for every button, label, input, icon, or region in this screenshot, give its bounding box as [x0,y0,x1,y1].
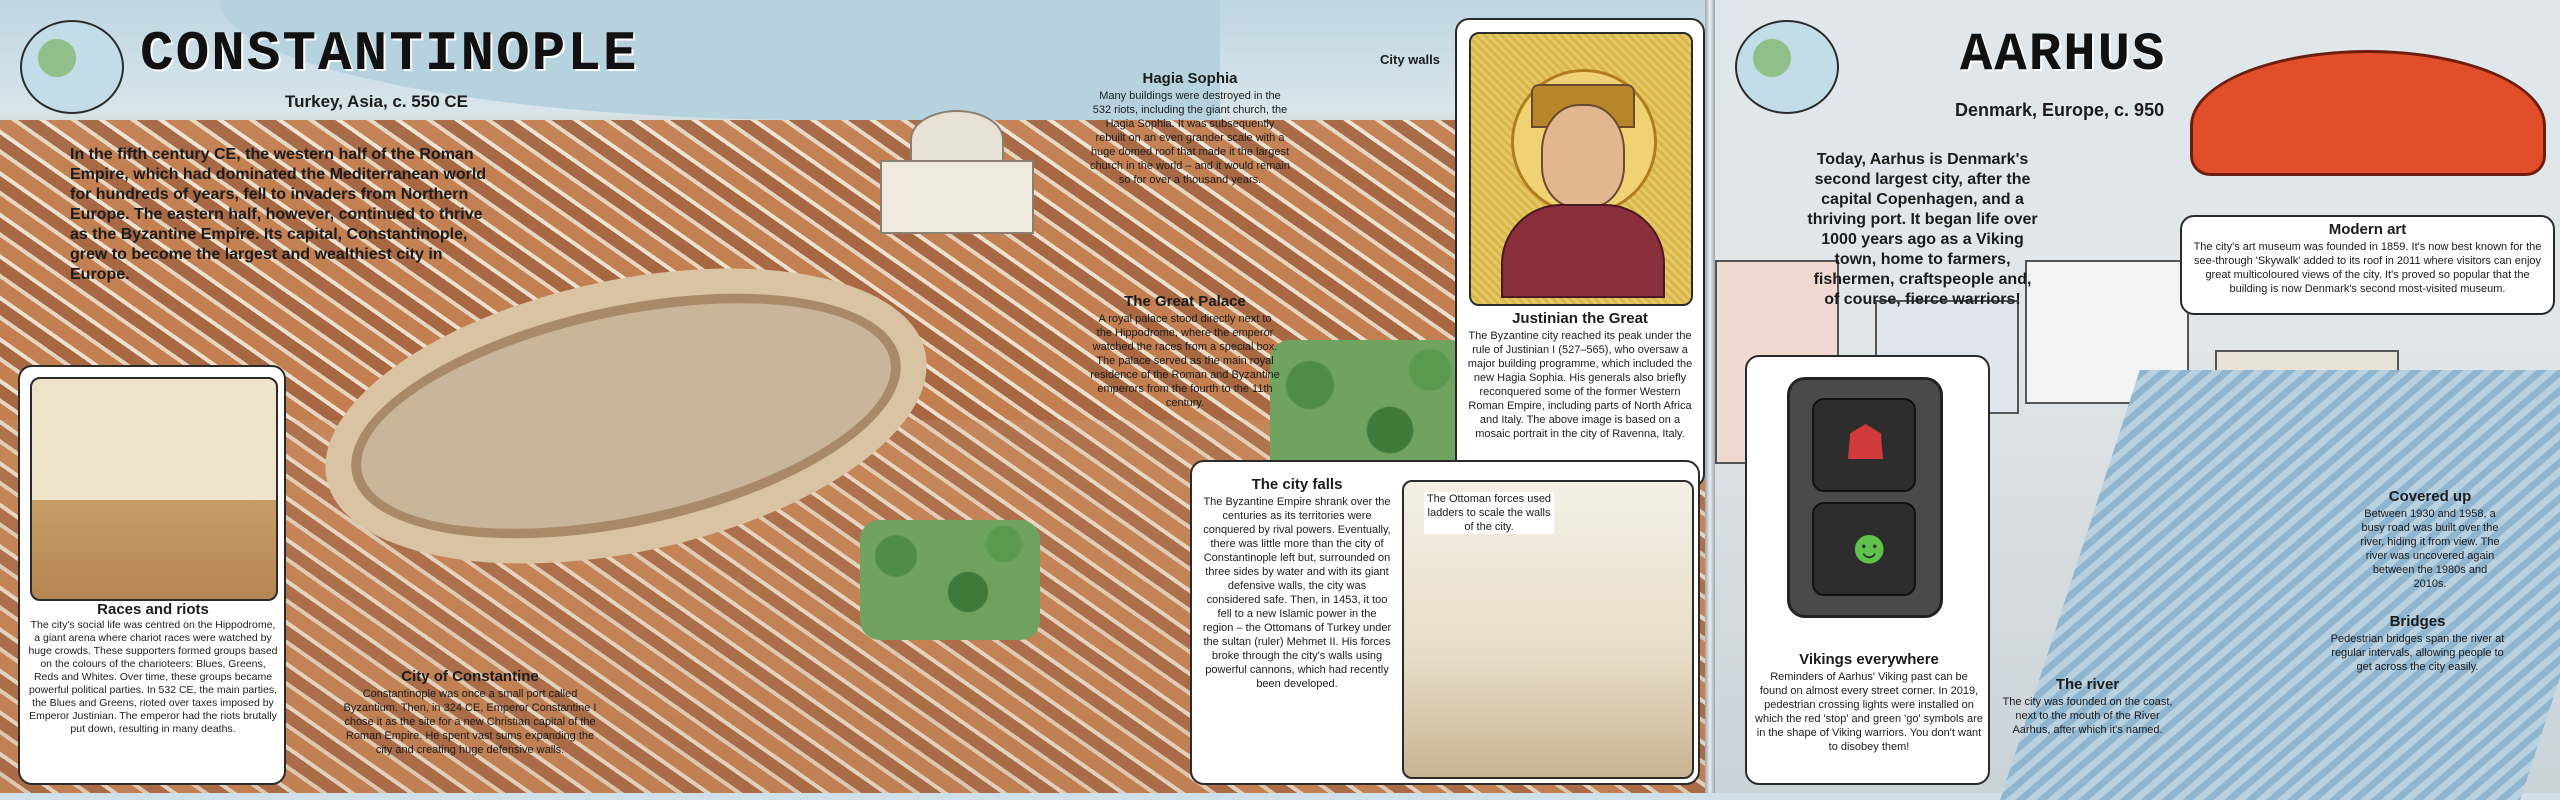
chariot-race-illustration [30,377,278,601]
intro-text: Today, Aarhus is Denmark's second larges… [1807,151,2038,308]
caption-heading: The river [2055,676,2120,693]
great-palace-caption: The Great Palace A royal palace stood di… [1090,293,1280,410]
page-title: CONSTANTINOPLE [140,22,639,86]
constantine-caption: City of Constantine Constantinople was o… [340,668,600,757]
caption-heading: The Great Palace [1124,293,1246,310]
intro-text: In the fifth century CE, the western hal… [70,146,487,283]
caption-text: The Byzantine Empire shrank over the cen… [1202,496,1392,690]
city-falls-panel: The city falls The Byzantine Empire shra… [1190,460,1700,785]
caption-text: The Byzantine city reached its peak unde… [1467,330,1693,440]
covered-up-caption: Covered up Between 1930 and 1958, a busy… [2355,488,2505,591]
caption-text: Pedestrian bridges span the river at reg… [2330,633,2505,673]
globe-icon [1735,20,1839,114]
caption-text: Reminders of Aarhus' Viking past can be … [1755,671,1983,753]
garden [860,520,1040,640]
justinian-mosaic [1469,32,1693,306]
pedestrian-light-illustration: ☗ ☻ [1787,377,1943,618]
page-subtitle: Turkey, Asia, c. 550 CE [285,92,468,111]
page-title: AARHUS [1960,25,2167,86]
caption-heading: Covered up [2388,488,2472,505]
green-viking-icon: ☻ [1844,521,1895,574]
ottoman-caption: The Ottoman forces used ladders to scale… [1424,492,1554,534]
bridges-caption: Bridges Pedestrian bridges span the rive… [2330,613,2505,674]
caption-heading: Modern art [2328,221,2407,238]
caption-text: Many buildings were destroyed in the 532… [1090,90,1290,186]
caption-heading: Hagia Sophia [1142,70,1238,87]
red-viking-icon: ☗ [1844,417,1888,470]
hagia-sophia-caption: Hagia Sophia Many buildings were destroy… [1090,70,1290,187]
caption-heading: Justinian the Great [1512,310,1648,327]
hagia-sophia-illustration [880,100,1034,234]
caption-heading: Vikings everywhere [1799,651,1939,668]
caption-text: Constantinople was once a small port cal… [343,688,597,756]
caption-heading: Bridges [2389,613,2446,630]
page-subtitle: Denmark, Europe, c. 950 [1955,100,2165,120]
globe-icon [20,20,124,114]
constantinople-page: CONSTANTINOPLE Turkey, Asia, c. 550 CE I… [0,0,1705,793]
justinian-panel: Justinian the Great The Byzantine city r… [1455,18,1705,488]
caption-text: The city was founded on the coast, next … [2002,696,2173,736]
city-walls-label: City walls [1380,52,1440,67]
caption-text: The city's social life was centred on th… [28,619,278,735]
river-caption: The river The city was founded on the co… [2000,676,2175,737]
caption-text: The city's art museum was founded in 185… [2193,241,2542,295]
caption-heading: Races and riots [97,601,209,618]
modern-art-caption: Modern art The city's art museum was fou… [2180,215,2555,315]
vikings-panel: ☗ ☻ Vikings everywhere Reminders of Aarh… [1745,355,1990,785]
page-gutter [1705,0,1715,793]
caption-heading: The city falls [1251,476,1343,493]
caption-text: A royal palace stood directly next to th… [1090,313,1280,409]
races-panel: Races and riots The city's social life w… [18,365,286,785]
caption-text: Between 1930 and 1958, a busy road was b… [2360,508,2500,590]
museum-skywalk-illustration [2190,50,2546,176]
caption-heading: City of Constantine [401,668,539,685]
